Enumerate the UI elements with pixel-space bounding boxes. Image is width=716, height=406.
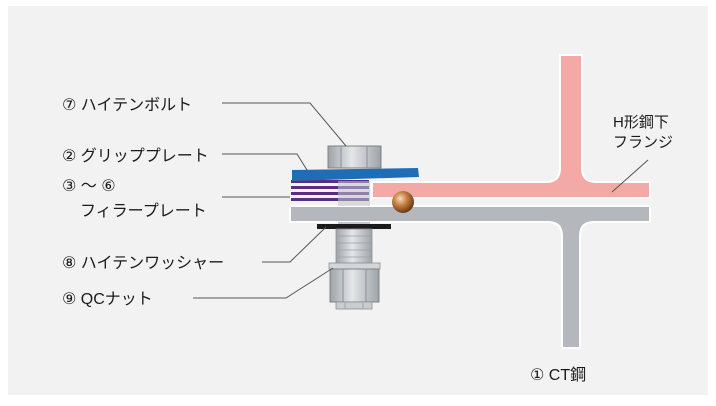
leader-grip-plate [222, 153, 308, 171]
bolt-thread [335, 228, 373, 264]
leader-nut [193, 267, 334, 299]
ct-steel [289, 205, 651, 349]
label-ct-steel: ① CT鋼 [530, 366, 586, 384]
leader-flange [611, 159, 649, 193]
bolt-head [327, 145, 382, 169]
label-flange-line1: H形鋼下 [613, 114, 669, 131]
grip-plate [292, 168, 419, 181]
leader-washer [262, 226, 327, 263]
h-beam-web [371, 54, 651, 199]
label-bolt: ⑦ ハイテンボルト [62, 96, 192, 114]
label-filler-name: フィラープレート [80, 202, 207, 220]
label-flange-line2: フランジ [613, 134, 673, 151]
qc-nut [328, 262, 381, 310]
filler-plates [291, 180, 369, 201]
label-washer: ⑧ ハイテンワッシャー [62, 255, 224, 272]
weld-bead [392, 191, 414, 213]
leader-bolt [222, 102, 347, 147]
label-nut: ⑨ QCナット [62, 291, 153, 308]
washer [317, 224, 391, 229]
leader-lines [193, 102, 649, 299]
label-filler-number: ③ ～ ⑥ [62, 178, 116, 195]
label-grip-plate: ② グリッププレート [62, 147, 209, 165]
